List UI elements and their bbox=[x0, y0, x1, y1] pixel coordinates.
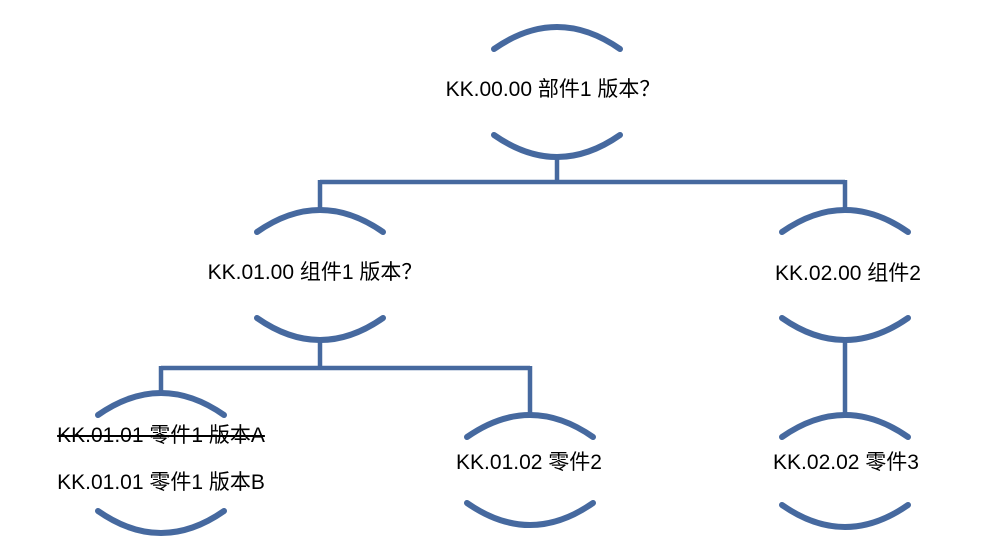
arc-top-component2 bbox=[779, 207, 911, 235]
arc-bottom-root bbox=[491, 132, 623, 160]
node-label-part1-version-b: KK.01.01 零件1 版本B bbox=[57, 471, 265, 494]
arc-bottom-part1 bbox=[95, 508, 227, 536]
arc-bottom-part2 bbox=[464, 500, 596, 528]
node-label-part1-version-a: KK.01.01 零件1 版本A bbox=[57, 424, 265, 447]
node-label-root: KK.00.00 部件1 版本？ bbox=[445, 78, 661, 101]
arc-bottom-component2 bbox=[779, 315, 911, 343]
arc-top-component1 bbox=[254, 207, 386, 235]
arc-top-part2 bbox=[464, 412, 596, 440]
arc-top-part1 bbox=[95, 390, 227, 418]
node-label-part3: KK.02.02 零件3 bbox=[773, 451, 919, 474]
arc-top-root bbox=[491, 24, 623, 52]
node-label-part2: KK.01.02 零件2 bbox=[456, 451, 602, 474]
node-label-component1: KK.01.00 组件1 版本？ bbox=[207, 261, 423, 284]
arc-top-part3 bbox=[779, 412, 911, 440]
node-label-part1: KK.01.01 零件1 版本A KK.01.01 零件1 版本B bbox=[57, 412, 265, 506]
arc-bottom-component1 bbox=[254, 315, 386, 343]
node-arcs bbox=[95, 24, 911, 536]
node-label-component2: KK.02.00 组件2 bbox=[775, 262, 921, 285]
arc-bottom-part3 bbox=[779, 502, 911, 530]
tree-connectors bbox=[158, 155, 848, 417]
